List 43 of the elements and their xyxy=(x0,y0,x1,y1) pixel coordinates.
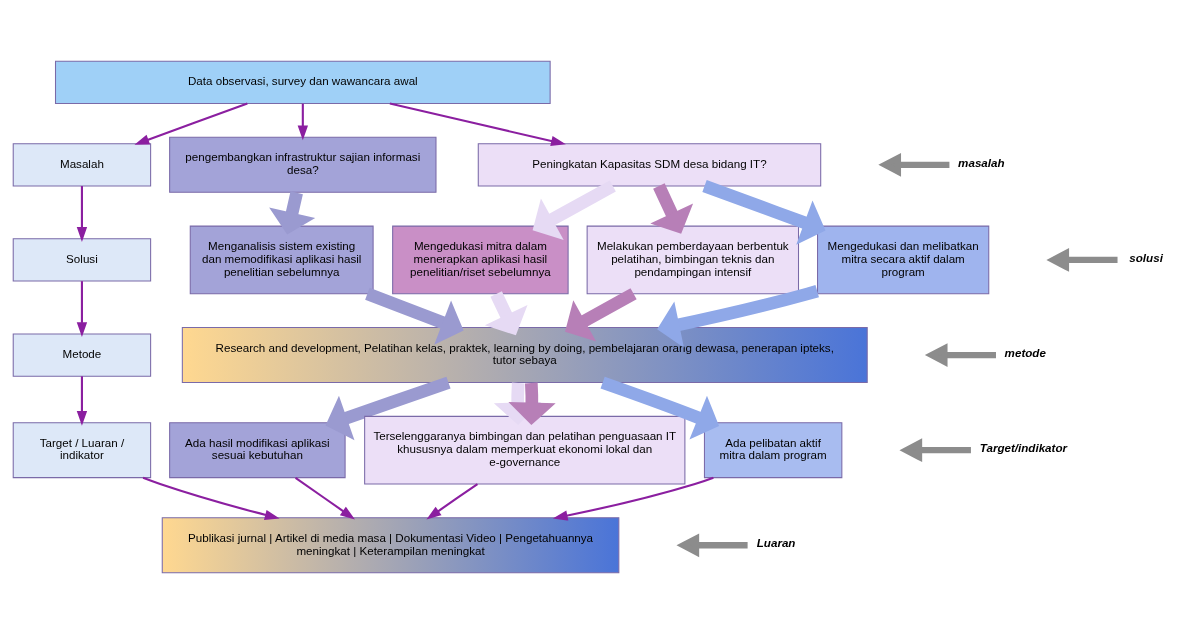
node-box: Target / Luaran / indikator xyxy=(12,421,152,478)
arrow xyxy=(325,376,451,440)
arrow xyxy=(76,375,88,426)
arrow xyxy=(76,280,88,337)
node-text: Target/indikator xyxy=(979,440,1068,454)
arrow xyxy=(294,476,355,519)
node-box: Data observasi, survey dan wawancara awal xyxy=(54,60,551,104)
node-box: Research and development, Pelatihan kelas, praktek, learning by doing, pembelajaran orang dewasa, penerapan ipteks, tutor sebaya xyxy=(181,326,868,383)
node-box: Mengedukasi dan melibatkan mitra secara aktif dalam program xyxy=(817,225,990,294)
arrow xyxy=(269,190,316,235)
node-text: masalah xyxy=(958,155,1005,169)
arrow xyxy=(134,102,248,145)
arrow xyxy=(365,287,464,345)
node-box: Terselenggaranya bimbingan dan pelatihan penguasaan IT khususnya dalam memperkuat ekonomi lokal dan e-governance xyxy=(364,415,686,484)
node-box: Menganalisis sistem existing dan memodifikasi aplikasi hasil penelitian sebelumnya xyxy=(189,225,374,294)
node-box: Ada hasil modifikasi aplikasi sesuai kebutuhan xyxy=(169,421,346,478)
arrow xyxy=(493,382,542,425)
arrow xyxy=(426,482,479,519)
arrow xyxy=(508,382,556,425)
arrow xyxy=(142,476,280,520)
arrow xyxy=(650,182,694,234)
node-box: Ada pelibatan aktif mitra dalam program xyxy=(703,421,843,478)
arrow xyxy=(878,152,950,177)
node-text: metode xyxy=(1004,345,1046,359)
arrow xyxy=(389,102,566,146)
arrow xyxy=(76,185,88,242)
arrow xyxy=(484,290,528,335)
node-text: Luaran xyxy=(756,535,796,549)
arrow xyxy=(297,103,308,140)
arrow xyxy=(552,476,714,521)
node-box: Metode xyxy=(12,332,152,377)
node-box: Peningkatan Kapasitas SDM desa bidang IT? xyxy=(477,142,822,186)
node-box: Mengedukasi mitra dalam menerapkan aplikasi hasil penelitian/riset sebelumnya xyxy=(392,225,569,294)
node-text: solusi xyxy=(1129,250,1163,264)
node-box: Solusi xyxy=(12,237,152,282)
arrow xyxy=(676,532,748,557)
arrow xyxy=(1046,247,1118,272)
node-box: Masalah xyxy=(12,142,152,186)
node-box: Publikasi jurnal | Artikel di media masa | Dokumentasi Video | Pengetahuannya meningkat | Keterampilan meningkat xyxy=(161,516,620,573)
node-box: pengembangkan infrastruktur sajian informasi desa? xyxy=(169,136,437,193)
arrow xyxy=(702,179,826,245)
arrow xyxy=(600,376,720,439)
node-box: Melakukan pemberdayaan berbentuk pelatihan, bimbingan teknis dan pendampingan intensif xyxy=(586,225,800,294)
